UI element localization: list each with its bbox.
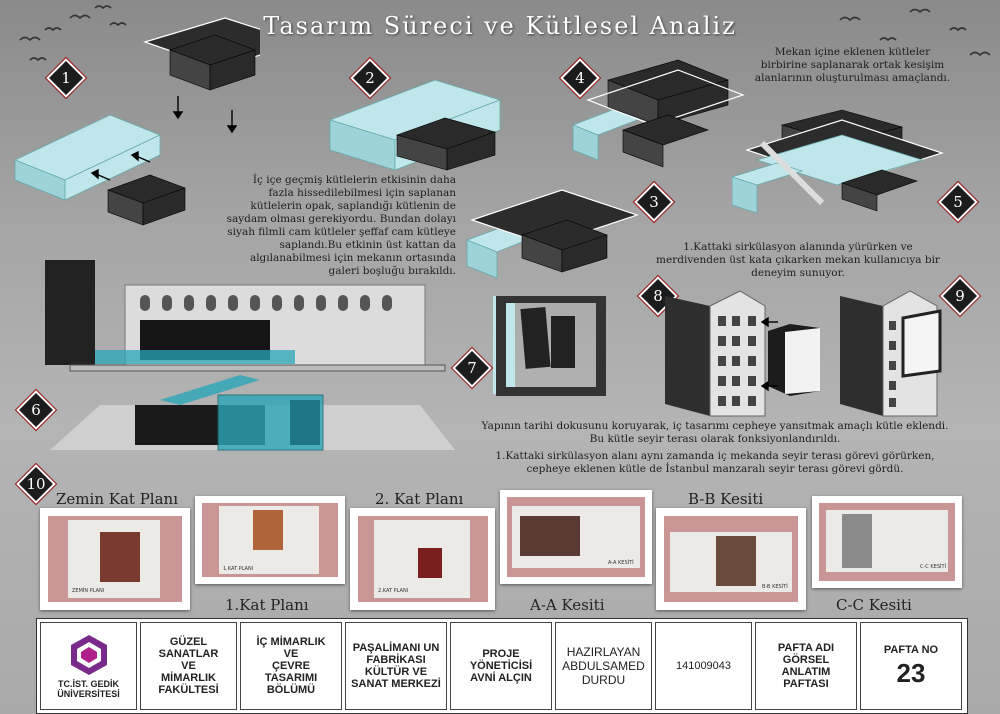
sheet-second-floor-plan: 2.KAT PLANI bbox=[350, 508, 495, 610]
note-glass-masses: İç içe geçmiş kütlelerin etkisinin daha … bbox=[226, 174, 456, 277]
university-logo-icon bbox=[70, 635, 107, 675]
title-block-prepared-by: HAZIRLAYAN ABDULSAMED DURDU bbox=[555, 622, 652, 710]
diagram-step-1 bbox=[14, 17, 260, 226]
birds-decoration bbox=[19, 5, 991, 62]
diagram-step-2 bbox=[328, 79, 502, 171]
sheet-caption: C-C KESİTİ bbox=[920, 564, 946, 570]
sheet-caption: 1.KAT PLANI bbox=[223, 566, 254, 572]
diagram-step-6-section bbox=[45, 260, 455, 451]
title-block-department: İÇ MİMARLIK VE ÇEVRE TASARIMI BÖLÜMÜ bbox=[240, 622, 342, 710]
step-badge-9: 9 bbox=[940, 276, 980, 316]
title-block-advisor: PROJE YÖNETİCİSİ AVNİ ALÇIN bbox=[450, 622, 552, 710]
step-badge-10: 10 bbox=[16, 464, 56, 504]
diagram-step-7-plan bbox=[493, 296, 606, 396]
label-first-floor-plan: 1.Kat Planı bbox=[225, 596, 309, 614]
page-title: Tasarım Süreci ve Kütlesel Analiz bbox=[263, 12, 737, 40]
label-second-floor-plan: 2. Kat Planı bbox=[375, 490, 464, 508]
diagram-step-3 bbox=[465, 189, 639, 279]
title-block-sheet-name: PAFTA ADI GÖRSEL ANLATIM PAFTASI bbox=[755, 622, 857, 710]
label-section-aa: A-A Kesiti bbox=[530, 596, 605, 614]
sheet-section-cc: C-C KESİTİ bbox=[812, 496, 962, 588]
diagram-step-5 bbox=[732, 109, 944, 214]
sheet-caption: B-B KESİTİ bbox=[762, 584, 788, 590]
label-section-cc: C-C Kesiti bbox=[836, 596, 912, 614]
sheet-caption: A-A KESİTİ bbox=[608, 560, 634, 566]
title-block-faculty: GÜZEL SANATLAR VE MİMARLIK FAKÜLTESİ bbox=[140, 622, 237, 710]
sheet-caption: ZEMİN PLANI bbox=[72, 588, 105, 594]
sheet-ground-floor-plan: ZEMİN PLANI bbox=[40, 508, 190, 610]
sheet-section-bb: B-B KESİTİ bbox=[656, 508, 806, 610]
title-block-sheet-no: PAFTA NO 23 bbox=[860, 622, 962, 710]
note-intersection: Mekan içine eklenen kütleler birbirine s… bbox=[754, 46, 951, 84]
diagram-step-4 bbox=[571, 59, 745, 168]
note-facade-2: 1.Kattaki sirkülasyon alanı aynı zamanda… bbox=[495, 450, 935, 475]
diagram-step-9-building bbox=[840, 290, 942, 417]
note-circulation: 1.Kattaki sirkülasyon alanında yürürken … bbox=[656, 241, 940, 279]
title-block-logo: TC.İST. GEDİK ÜNİVERSİTESİ bbox=[40, 622, 137, 710]
label-section-bb: B-B Kesiti bbox=[688, 490, 764, 508]
sheet-caption: 2.KAT PLANI bbox=[378, 588, 409, 594]
note-facade: Yapının tarihi dokusunu koruyarak, iç ta… bbox=[481, 420, 949, 445]
sheet-first-floor-plan: 1.KAT PLANI bbox=[195, 496, 345, 584]
sheet-section-aa: A-A KESİTİ bbox=[500, 490, 652, 584]
label-ground-floor-plan: Zemin Kat Planı bbox=[56, 490, 178, 508]
diagram-step-8-building bbox=[665, 290, 820, 417]
title-block-project: PAŞALİMANI UN FABRİKASI KÜLTÜR VE SANAT … bbox=[345, 622, 447, 710]
title-block-student-no: 141009043 bbox=[655, 622, 752, 710]
